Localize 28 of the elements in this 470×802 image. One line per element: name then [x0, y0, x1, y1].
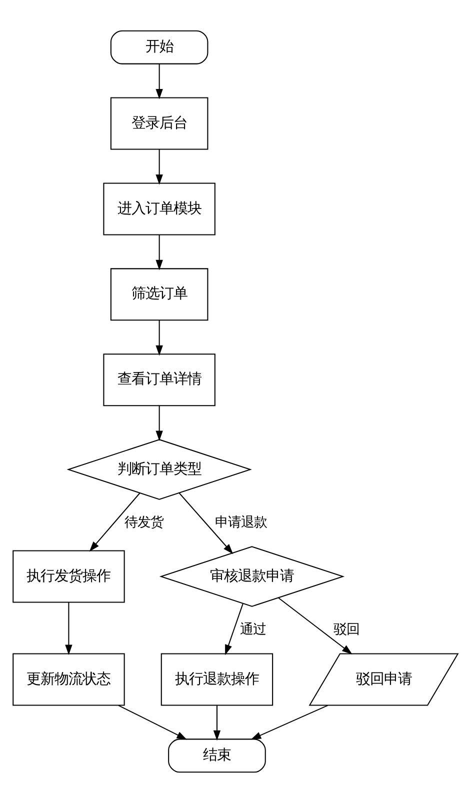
node-box: 结束: [168, 738, 266, 772]
arrow: [250, 704, 328, 740]
arrow: [155, 320, 162, 356]
node-box: 执行退款操作: [160, 652, 273, 706]
edge-label: 驳回: [333, 622, 360, 638]
node-box: 执行发货操作: [12, 550, 124, 602]
node-diamond: 审核退款申请: [158, 546, 344, 606]
node-box: 登录后台: [110, 96, 208, 150]
edge-label: 通过: [240, 622, 266, 638]
node-diamond: 判断订单类型: [66, 438, 252, 500]
node-box: 更新物流状态: [12, 652, 124, 706]
node-box: 筛选订单: [110, 268, 208, 320]
edge-label: 待发货: [124, 514, 163, 530]
arrow: [155, 64, 162, 99]
arrow: [155, 149, 162, 184]
arrow: [118, 704, 187, 740]
arrow: [278, 597, 352, 654]
arrow: [224, 602, 243, 655]
edge-label: 申请退款: [214, 514, 267, 530]
arrow: [212, 705, 220, 740]
arrow: [88, 492, 140, 552]
node-box: 开始: [110, 30, 208, 64]
arrow: [64, 602, 72, 654]
node-box: 查看订单详情: [102, 353, 215, 406]
arrow: [178, 492, 233, 554]
arrow: [155, 405, 162, 441]
node-box: 进入订单模块: [102, 182, 215, 235]
arrow: [155, 234, 162, 270]
